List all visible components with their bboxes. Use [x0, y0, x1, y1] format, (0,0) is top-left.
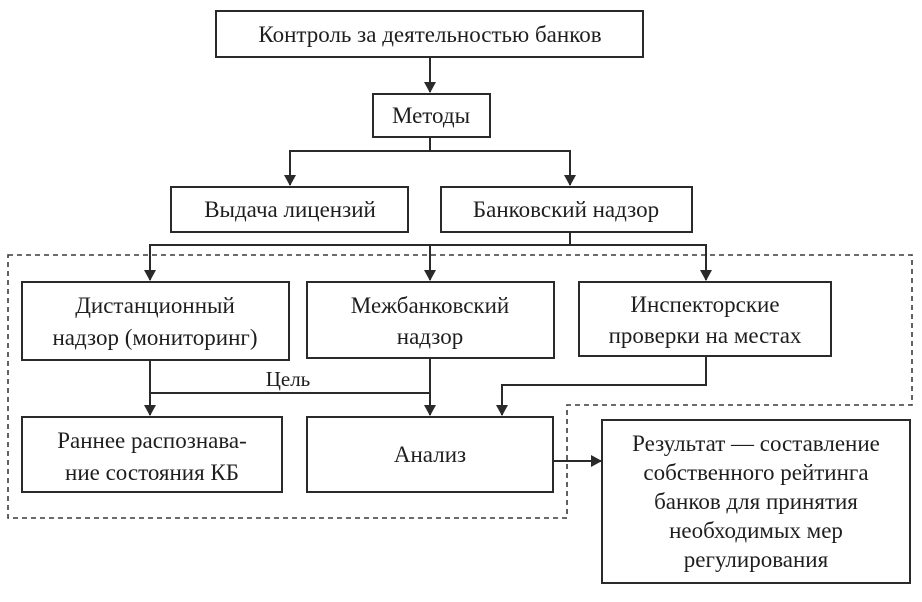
svg-text:регулирования: регулирования: [684, 547, 829, 572]
node-control: Контроль за деятельностью банков: [215, 10, 644, 58]
svg-text:Банковский надзор: Банковский надзор: [473, 197, 659, 222]
goal-label: Цель: [266, 367, 311, 391]
node-interbank-supervision: Межбанковский надзор: [306, 281, 555, 359]
svg-text:надзор (мониторинг): надзор (мониторинг): [53, 325, 258, 350]
svg-text:Дистанционный: Дистанционный: [75, 293, 235, 318]
node-methods: Методы: [372, 93, 491, 138]
node-inspection: Инспекторские проверки на местах: [578, 281, 832, 357]
svg-text:проверки на местах: проверки на местах: [609, 323, 802, 348]
svg-text:Методы: Методы: [392, 103, 470, 128]
arrow-methods-to-supervision: [430, 150, 576, 186]
svg-text:банков для принятия: банков для принятия: [654, 489, 858, 514]
node-remote-supervision: Дистанционный надзор (мониторинг): [21, 281, 290, 361]
arrow-supervision-to-inspection: [570, 244, 712, 281]
node-supervision: Банковский надзор: [440, 186, 693, 233]
svg-text:надзор: надзор: [397, 324, 463, 349]
svg-text:ние состояния КБ: ние состояния КБ: [65, 460, 239, 485]
arrow-supervision-to-remote: [144, 232, 571, 281]
dashed-group-lower-region: [7, 254, 913, 519]
svg-text:Межбанковский: Межбанковский: [351, 293, 509, 318]
svg-text:необходимых мер: необходимых мер: [669, 518, 843, 543]
node-analysis: Анализ: [306, 416, 554, 493]
svg-text:Результат — составление: Результат — составление: [632, 431, 880, 456]
arrow-methods-split: [284, 137, 431, 186]
svg-text:Выдача лицензий: Выдача лицензий: [204, 197, 376, 222]
arrow-inspection-to-analysis: [496, 356, 707, 416]
node-result: Результат — составление собственного рей…: [601, 419, 911, 584]
svg-text:собственного рейтинга: собственного рейтинга: [643, 460, 868, 485]
connectors: [144, 57, 712, 467]
svg-text:Раннее распознава-: Раннее распознава-: [57, 428, 247, 453]
svg-text:Инспекторские: Инспекторские: [630, 292, 779, 317]
node-licensing: Выдача лицензий: [170, 186, 409, 233]
svg-text:Анализ: Анализ: [394, 442, 466, 467]
node-early-detection: Раннее распознава- ние состояния КБ: [21, 416, 283, 493]
svg-text:Контроль за деятельностью банк: Контроль за деятельностью банков: [258, 22, 601, 47]
